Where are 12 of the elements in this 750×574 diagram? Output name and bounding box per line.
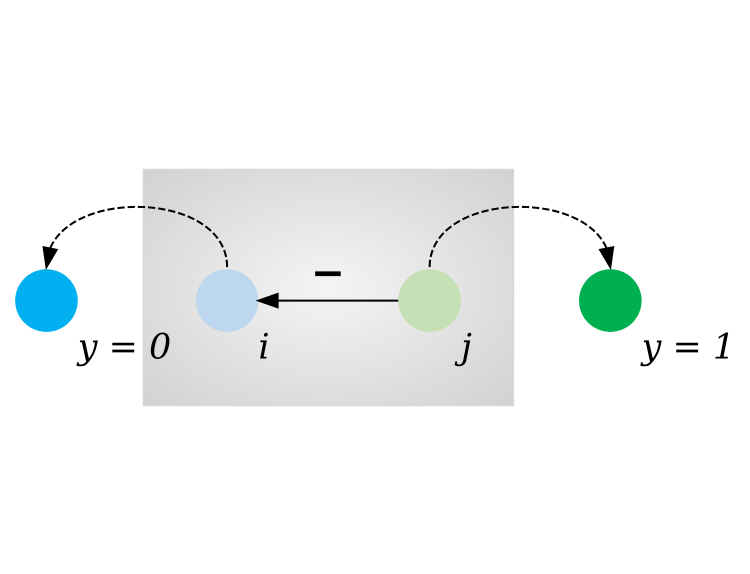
arrow [42,206,228,270]
edge-label: − [310,248,346,296]
node-circle [196,268,258,332]
node-label: i [258,326,270,367]
node-label: y = 1 [642,326,736,367]
node-circle [578,268,642,332]
node-circle [398,268,461,332]
node-circle [15,268,78,332]
node-label: y = 0 [78,326,172,367]
arrow [428,206,614,270]
cluster [142,168,514,406]
arrow [256,292,398,308]
